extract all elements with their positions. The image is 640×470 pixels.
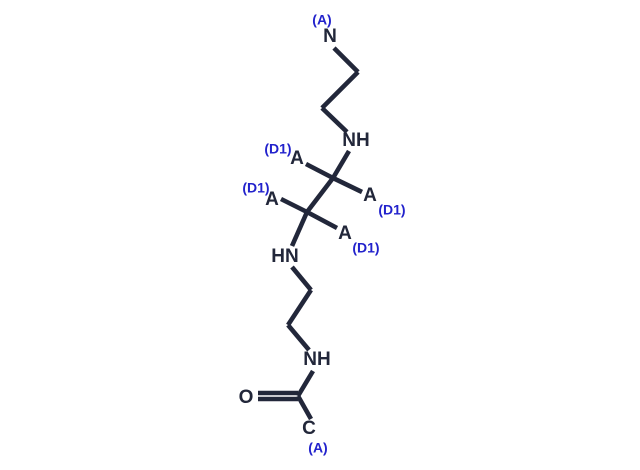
bond-b5-a bbox=[304, 161, 335, 181]
atom-label-o-carbonyl: O bbox=[239, 387, 254, 408]
bond-b16-a bbox=[295, 394, 314, 421]
bond-b3 bbox=[320, 106, 349, 134]
bond-b13-a bbox=[286, 323, 311, 352]
bond-b4-a bbox=[331, 149, 351, 180]
atom-label-c-terminal: C bbox=[302, 418, 316, 439]
bond-b16 bbox=[295, 394, 314, 421]
rgroup-label-rg-a-low-right: (D1) bbox=[352, 240, 379, 256]
atom-label-hn-lower: HN bbox=[271, 246, 298, 267]
bond-b6-a bbox=[332, 175, 363, 195]
atom-label-nh-amide: NH bbox=[303, 349, 330, 370]
bond-b9 bbox=[305, 209, 339, 231]
bond-b8-a bbox=[279, 196, 309, 215]
bond-b9-a bbox=[305, 209, 339, 231]
bond-b14 bbox=[296, 369, 315, 398]
rgroup-label-rg-a-left: (D1) bbox=[242, 180, 269, 196]
rgroup-label-rg-c-terminal: (A) bbox=[308, 440, 327, 456]
atom-label-a-left: A bbox=[265, 189, 279, 210]
bond-b11-a bbox=[290, 265, 313, 292]
bond-b3-a bbox=[320, 106, 349, 134]
bond-b2-a bbox=[320, 70, 360, 110]
rgroup-label-rg-a-right: (D1) bbox=[378, 202, 405, 218]
bond-b6 bbox=[332, 175, 363, 195]
atom-label-a-right: A bbox=[363, 185, 377, 206]
atom-label-a-low-right: A bbox=[338, 223, 352, 244]
bond-b10 bbox=[289, 211, 310, 247]
bond-b11 bbox=[290, 265, 313, 292]
rgroup-label-rg-a-up-left: (D1) bbox=[264, 141, 291, 157]
bond-b1-a bbox=[332, 46, 360, 74]
bond-b10-a bbox=[289, 211, 310, 247]
bond-b14-a bbox=[296, 369, 315, 398]
rgroup-label-rg-n-top: (A) bbox=[312, 12, 331, 28]
bond-b12 bbox=[286, 288, 313, 327]
atom-label-a-up-left: A bbox=[290, 148, 304, 169]
bond-b7-a bbox=[305, 176, 335, 214]
atom-label-n-top: N bbox=[323, 26, 337, 47]
bond-b8 bbox=[279, 196, 309, 215]
bond-b15 bbox=[258, 390, 298, 402]
rgroup-label-layer: (A) (D1) (D1) (D1) (D1) (A) bbox=[242, 12, 405, 456]
bond-b7 bbox=[305, 176, 335, 214]
atom-label-nh-upper: NH bbox=[342, 130, 369, 151]
bond-layer bbox=[258, 46, 363, 421]
bond-b4 bbox=[331, 149, 351, 180]
bond-b2 bbox=[320, 70, 360, 110]
bond-b12-a bbox=[286, 288, 313, 327]
bond-b1 bbox=[332, 46, 360, 74]
bond-b5 bbox=[304, 161, 335, 181]
bond-b13 bbox=[286, 323, 311, 352]
